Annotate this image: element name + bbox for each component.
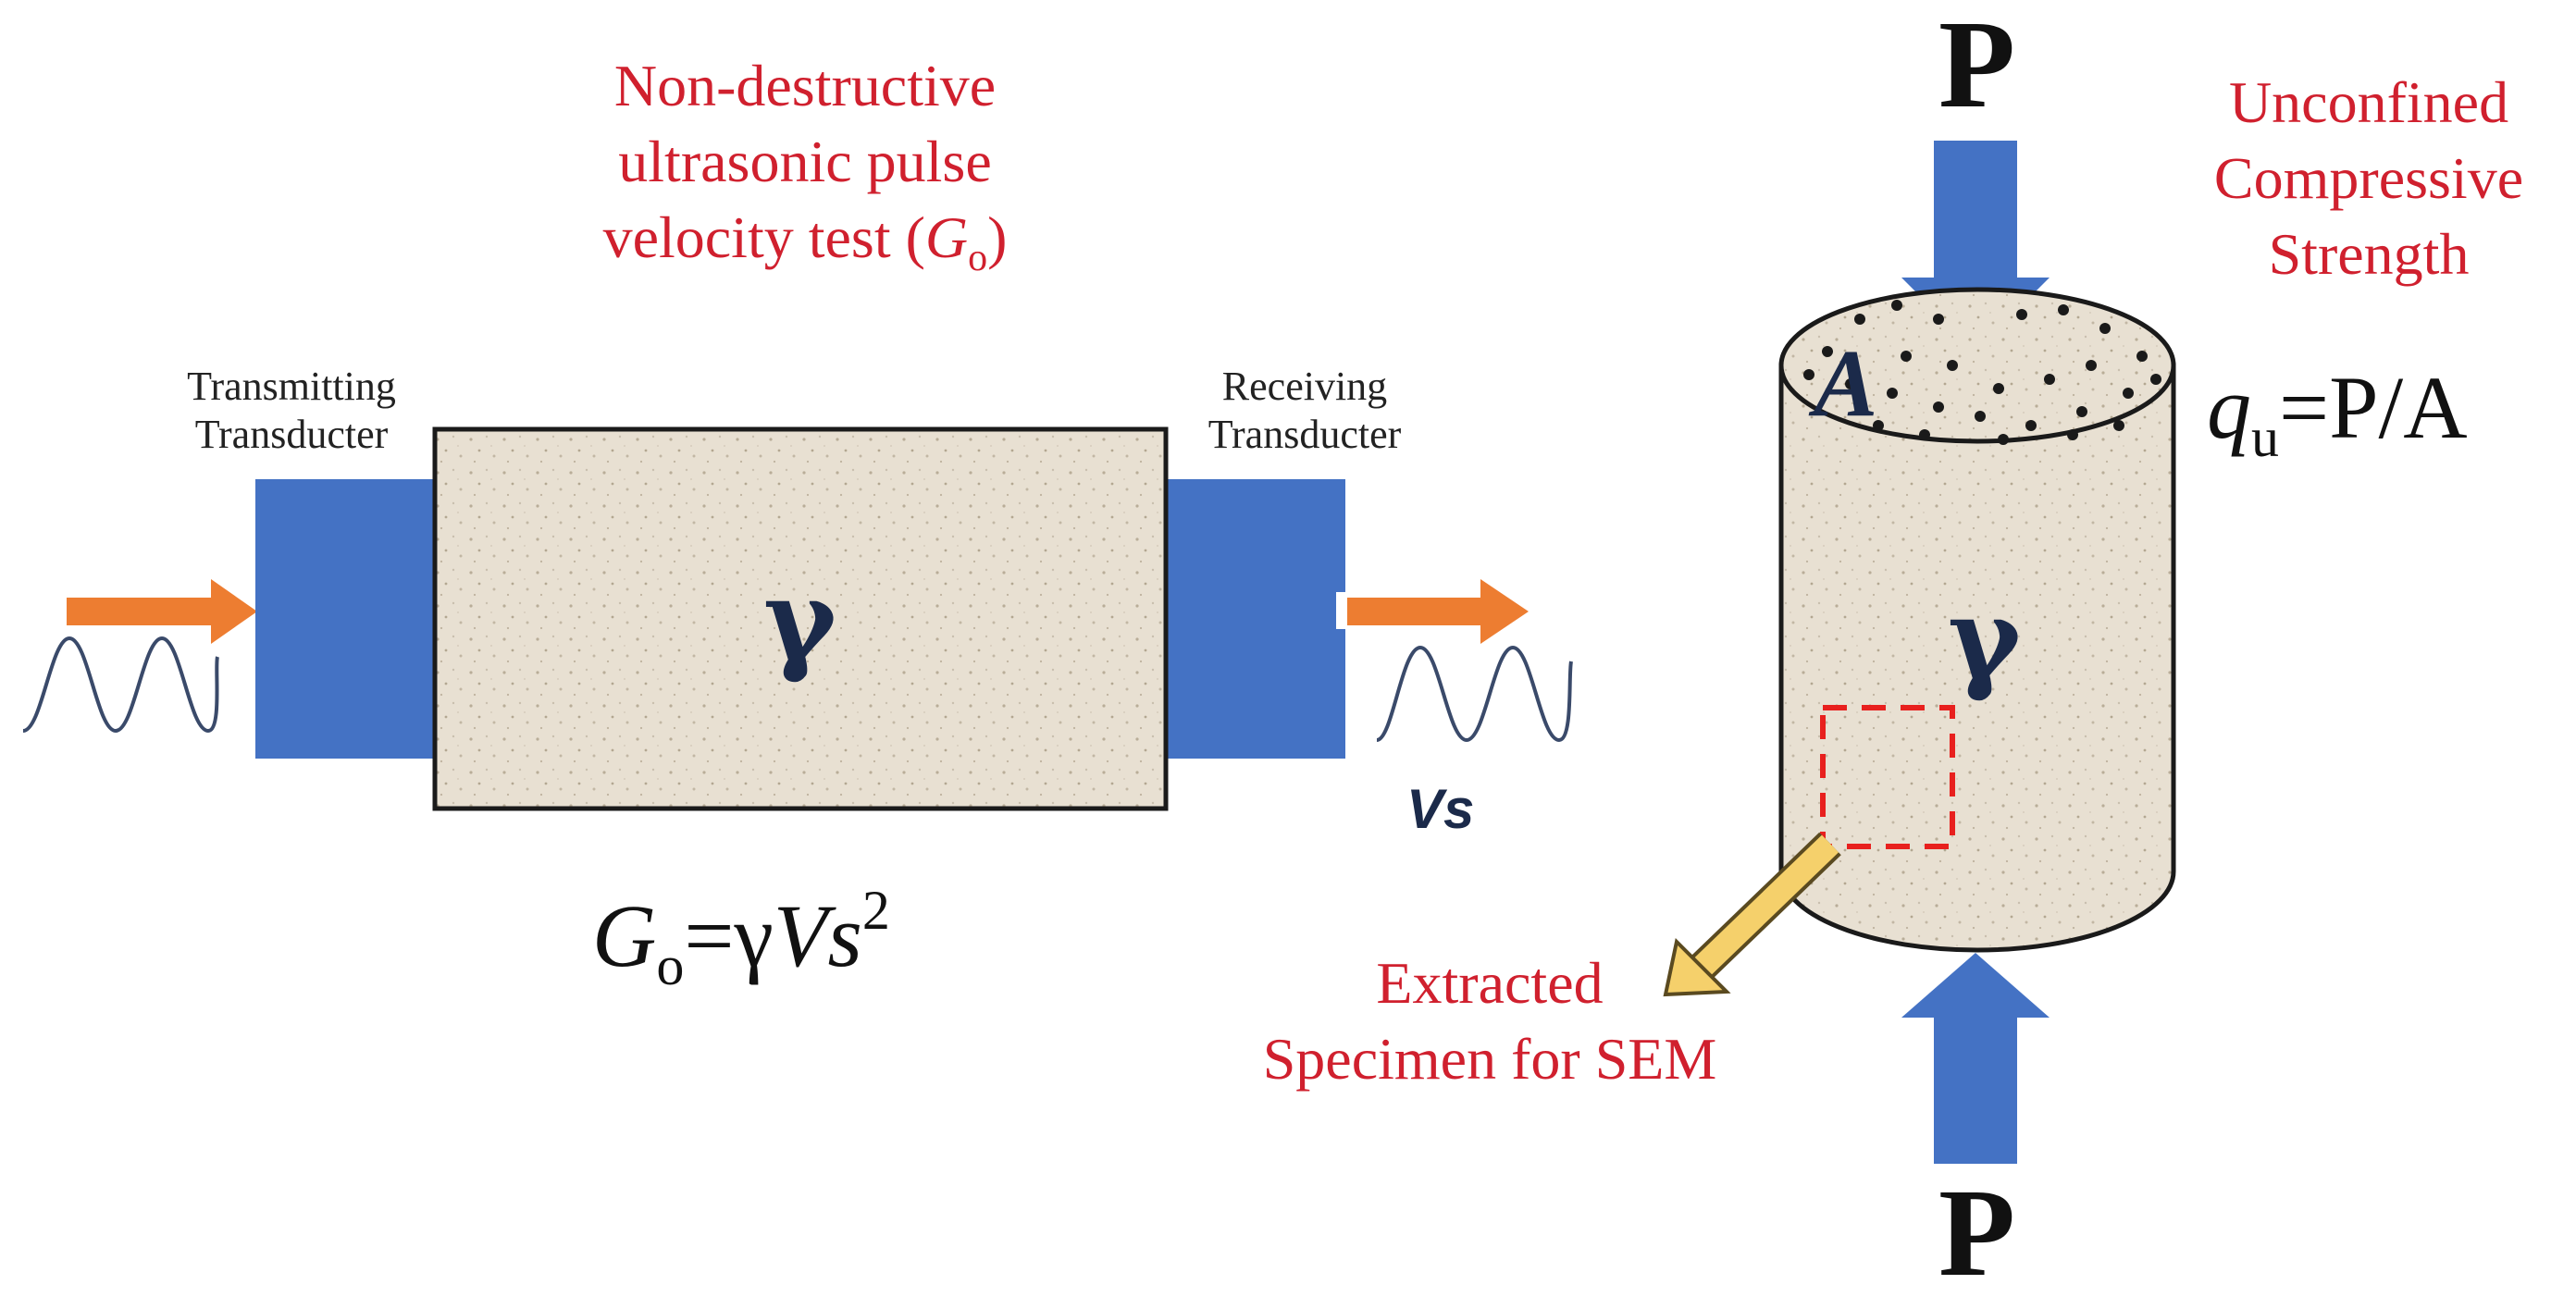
bottom-load-label: P	[1938, 1164, 2016, 1303]
sem-sample-box	[1820, 705, 1955, 849]
output-arrow	[1347, 579, 1529, 644]
cross-section-area-label: A	[1814, 330, 1878, 437]
sem-specimen-label: Extracted Specimen for SEM	[1262, 950, 1717, 1092]
shear-modulus-equation: Go=γVs2	[592, 880, 890, 996]
ultrasonic-title-line-3: velocity test (Go)	[602, 204, 1008, 279]
ultrasonic-gamma-symbol: γ	[763, 555, 837, 685]
input-arrow	[67, 579, 257, 644]
top-load-label: P	[1938, 0, 2016, 134]
receiver-notch	[1336, 592, 1347, 629]
ucs-title: Unconfined Compressive Strength	[2213, 69, 2524, 287]
ultrasonic-title-line-2: ultrasonic pulse	[618, 129, 992, 194]
receiver-label: Receiving Transducter	[1208, 364, 1402, 457]
transmitter-label: Transmitting Transducter	[187, 364, 396, 457]
input-waveform	[22, 636, 219, 734]
ucs-equation: qu=P/A	[2207, 358, 2468, 468]
ultrasonic-test-title: Non-destructive ultrasonic pulse velocit…	[500, 48, 1110, 296]
ucs-cylinder-body	[1778, 363, 2176, 953]
ucs-gamma-symbol: γ	[1948, 574, 2022, 704]
ucs-cylinder-top	[1778, 287, 2176, 444]
transmitting-transducer	[255, 479, 440, 759]
ultrasonic-specimen	[432, 426, 1169, 811]
bottom-load-arrow	[1901, 953, 2050, 1164]
sem-extraction-arrow	[1663, 832, 1841, 997]
ultrasonic-title-line-1: Non-destructive	[613, 53, 997, 118]
shear-wave-velocity-label: Vs	[1406, 778, 1475, 840]
output-waveform	[1376, 645, 1573, 743]
top-face-dots	[1803, 300, 2161, 445]
receiving-transducer	[1164, 479, 1345, 759]
